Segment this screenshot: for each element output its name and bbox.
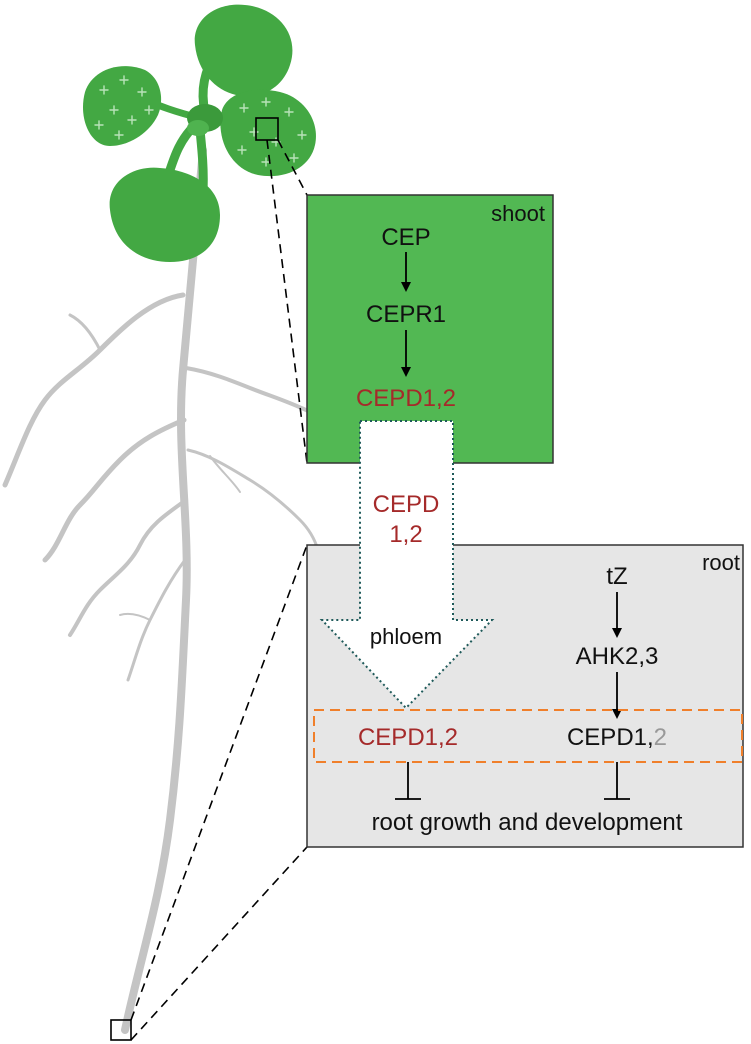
root-system-illustration <box>2 146 320 1034</box>
cepd-highlight-box <box>313 709 743 763</box>
root-cepd-main-text: CEPD1, <box>567 724 654 751</box>
shoot-node-cepr1: CEPR1 <box>366 301 446 328</box>
transport-label-line2: 1,2 <box>389 521 422 548</box>
shoot-node-cep: CEP <box>381 224 430 251</box>
shoot-box: shoot CEP CEPR1 CEPD1,2 <box>306 194 554 464</box>
root-node-shoot-cepd: CEPD1,2 <box>358 724 458 751</box>
shoot-box-title: shoot <box>491 201 545 226</box>
lateral-root-left-4b <box>119 612 151 621</box>
root-node-ahk23: AHK2,3 <box>576 643 659 670</box>
lateral-root-left-2 <box>42 417 187 563</box>
root-box-title: root <box>702 550 740 575</box>
root-box-outputs: CEPD1,2 CEPD1,2 root growth and developm… <box>358 724 683 836</box>
transport-label-line1: CEPD <box>373 491 440 518</box>
shoot-node-cepd: CEPD1,2 <box>356 385 456 412</box>
lateral-root-left-4 <box>126 558 187 682</box>
lateral-root-left-1b <box>68 313 102 352</box>
root-node-root-cepd: CEPD1,2 <box>567 724 667 751</box>
lateral-root-right-1 <box>184 366 312 414</box>
top-leaf <box>194 4 293 97</box>
lateral-root-right-2b <box>209 455 241 493</box>
bottom-cotyledon <box>109 167 220 262</box>
zoom-connector-lines <box>130 139 308 1041</box>
lateral-root-left-3 <box>68 498 188 637</box>
root-zoom-marker <box>110 1019 132 1041</box>
seedling-shoot-illustration <box>82 4 316 262</box>
inhibition-left <box>395 762 421 800</box>
inhibition-right <box>604 762 630 800</box>
lateral-root-right-2 <box>186 448 320 552</box>
primary-root <box>121 146 207 1034</box>
root-outcome-label: root growth and development <box>372 809 683 836</box>
phloem-label: phloem <box>370 624 442 649</box>
root-cepd-faded-text: 2 <box>654 724 667 751</box>
lateral-root-left-1 <box>2 292 186 488</box>
left-hairy-leaf <box>82 66 162 146</box>
phloem-transport-arrow: CEPD 1,2 phloem <box>319 420 495 710</box>
root-node-tz: tZ <box>606 563 627 590</box>
